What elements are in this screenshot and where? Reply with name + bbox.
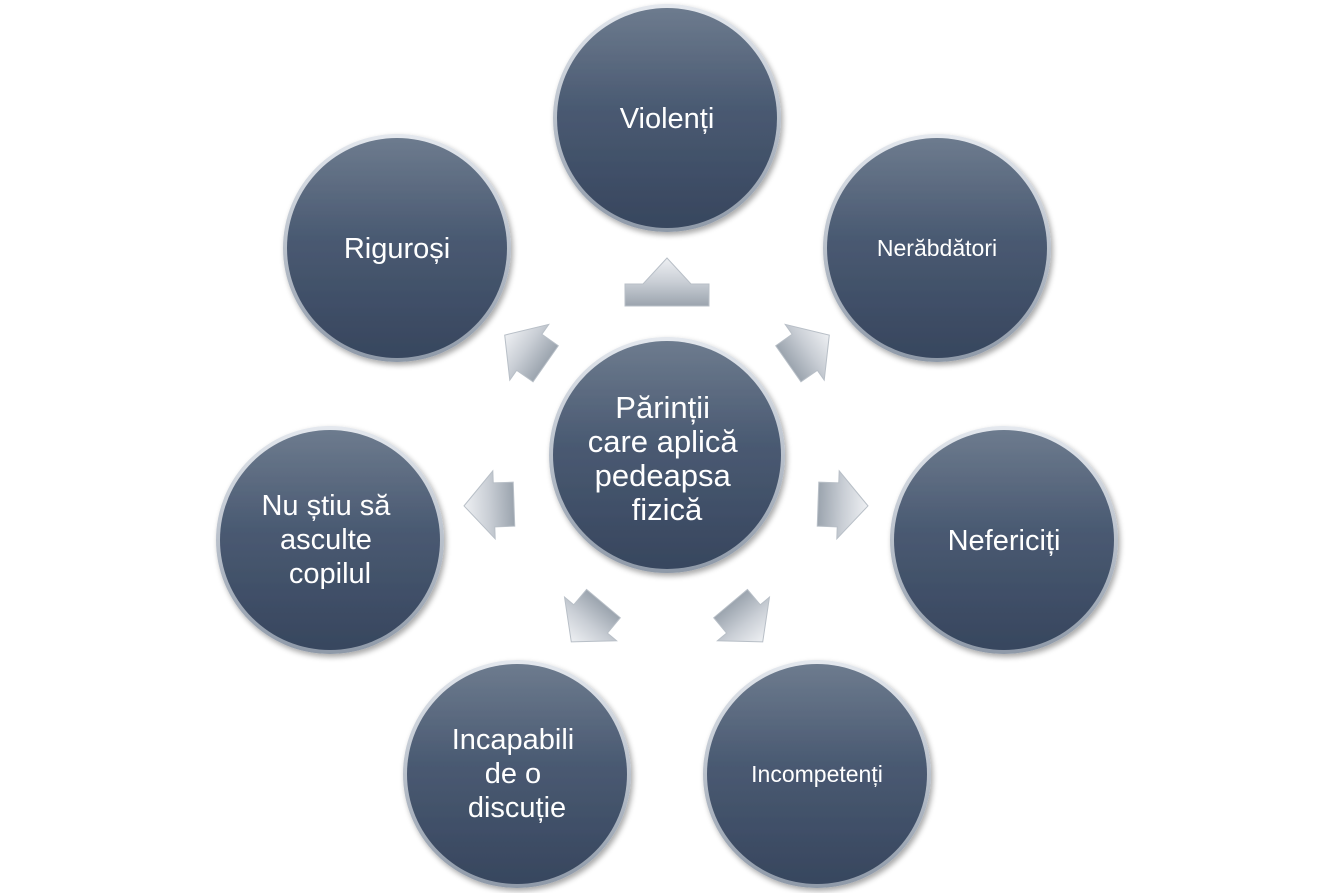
node-nu-stiu-line: Nu știu să: [261, 490, 391, 522]
node-incapabili-line: Incapabili: [452, 724, 575, 756]
arrow-to-incompetenti: [713, 588, 771, 643]
svg-text:Nefericiți: Nefericiți: [948, 525, 1061, 557]
center-line: fizică: [632, 492, 703, 527]
node-incompetenti: Incompetenți: [703, 660, 931, 888]
center-line: care aplică: [588, 424, 739, 459]
center-line: pedeapsa: [595, 458, 732, 493]
node-nu-stiu-line: copilul: [289, 558, 371, 590]
nodes-group: Părinții care aplică pedeapsa fizică Vio…: [216, 4, 1118, 888]
center-node: Părinții care aplică pedeapsa fizică: [549, 337, 785, 573]
node-nefericiti-label: Nefericiți: [948, 525, 1061, 557]
center-line: Părinții: [615, 390, 710, 425]
node-nu-stiu-line: asculte: [280, 524, 372, 556]
svg-text:Riguroși: Riguroși: [344, 233, 450, 265]
node-incompetenti-label: Incompetenți: [751, 761, 883, 787]
node-rigurosi-label: Riguroși: [344, 233, 450, 265]
svg-text:Violenți: Violenți: [620, 103, 715, 135]
arrow-to-violenti: [624, 257, 710, 307]
svg-text:Incompetenți: Incompetenți: [751, 761, 883, 787]
arrow-to-nu-stiu: [463, 469, 516, 541]
node-nu-stiu: Nu știu să asculte copilul: [216, 426, 444, 654]
arrow-to-nerabdatori: [775, 323, 830, 383]
node-nefericiti: Nefericiți: [890, 426, 1118, 654]
svg-text:Nu știu să asculte: Nu știu să asculte copilul: [261, 490, 398, 590]
svg-text:Incapabili de o: Incapabili de o discuție: [452, 724, 583, 824]
node-incapabili-line: discuție: [468, 792, 566, 824]
node-incapabili-line: de o: [485, 758, 541, 790]
arrow-to-nefericiti: [816, 469, 869, 541]
center-node-label: Părinții care aplică pedeapsa fizică: [588, 390, 747, 527]
node-nerabdatori-label: Nerăbdători: [877, 235, 997, 261]
arrow-to-incapabili: [563, 588, 621, 643]
node-violenti: Violenți: [553, 4, 781, 232]
arrows-group: [463, 257, 869, 643]
node-violenti-label: Violenți: [620, 103, 715, 135]
node-rigurosi: Riguroși: [283, 134, 511, 362]
arrow-to-rigurosi: [504, 323, 559, 383]
node-incapabili: Incapabili de o discuție: [403, 660, 631, 888]
node-nerabdatori: Nerăbdători: [823, 134, 1051, 362]
svg-text:Nerăbdători: Nerăbdători: [877, 235, 997, 261]
